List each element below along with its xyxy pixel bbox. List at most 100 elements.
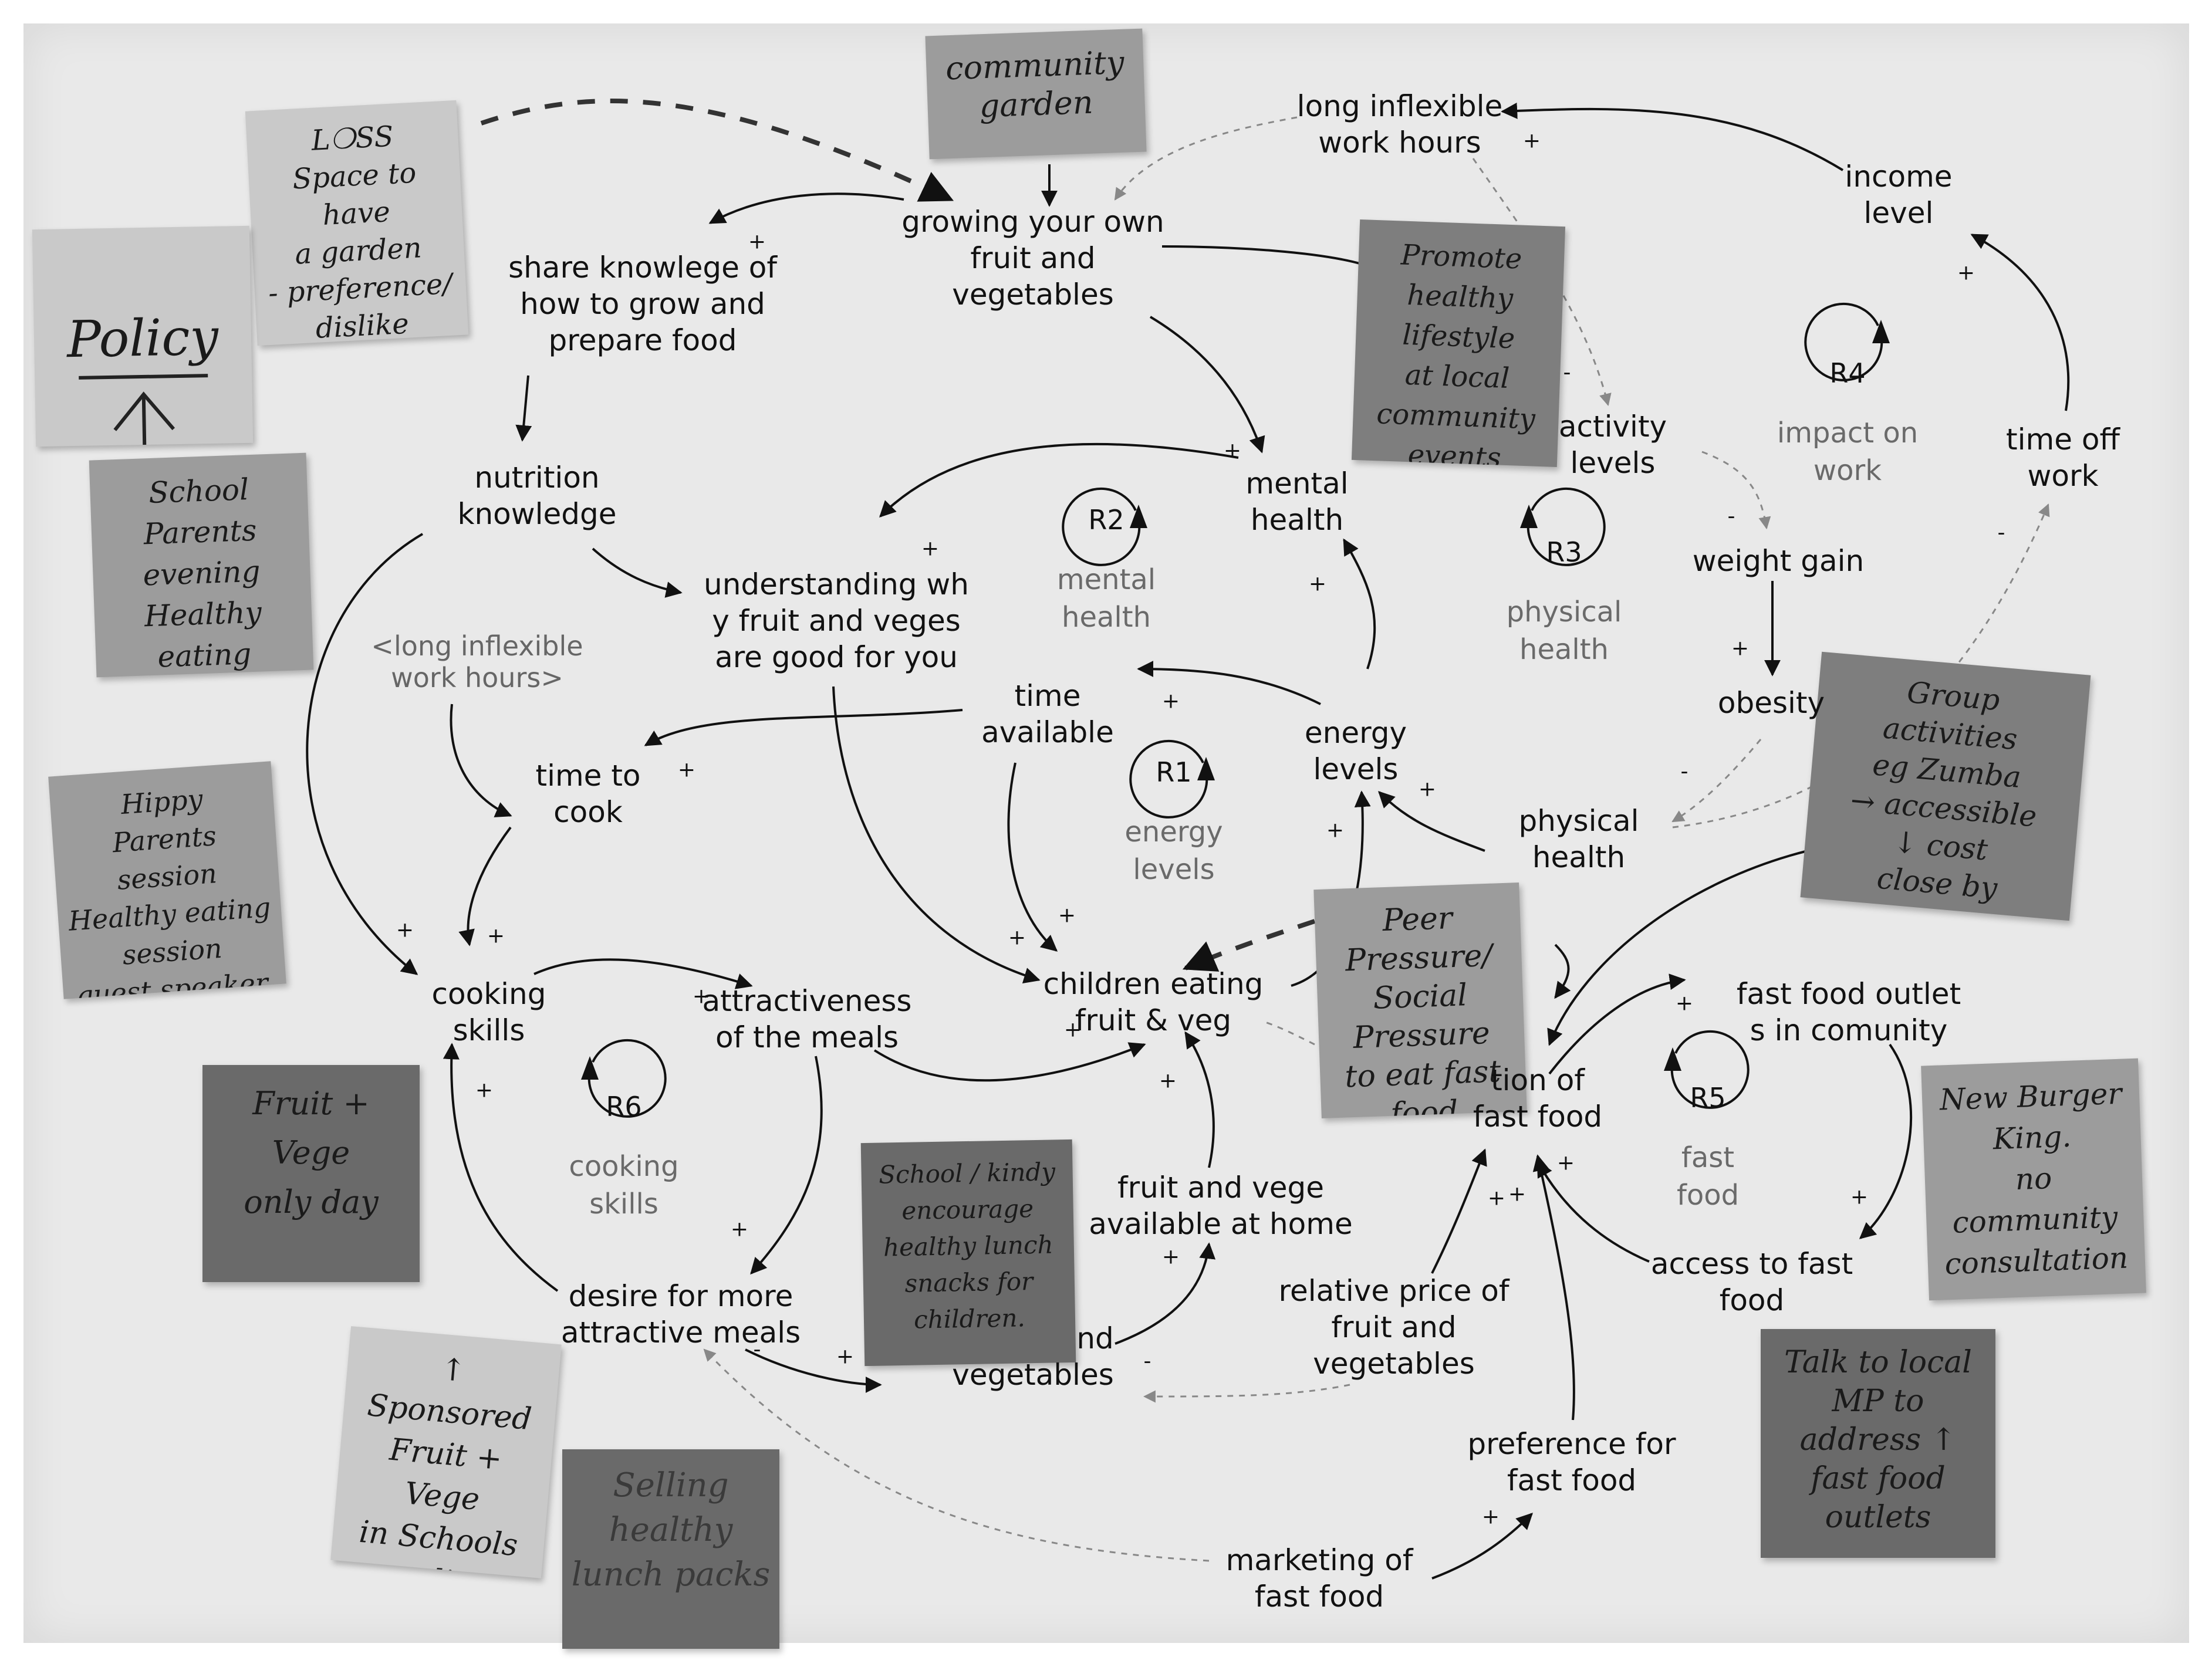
polarity-sign: + bbox=[1487, 1186, 1506, 1210]
sticky-new-burger-king: New Burger King. no community consultati… bbox=[1921, 1058, 2146, 1301]
polarity-sign: + bbox=[748, 229, 766, 254]
node-growing: growing your own fruit and vegetables bbox=[901, 205, 1164, 312]
loop-r4-id: R4 bbox=[1829, 357, 1866, 389]
link-pref-consumption bbox=[1532, 1154, 1575, 1421]
node-energy-levels: energy levels bbox=[1304, 716, 1407, 786]
node-time-to-cook: time to cook bbox=[535, 759, 641, 829]
node-weight-gain: weight gain bbox=[1692, 544, 1865, 578]
polarity-sign: - bbox=[1680, 759, 1688, 784]
polarity-sign: - bbox=[1143, 1349, 1151, 1374]
loop-r3: R3 physical health bbox=[1507, 511, 1622, 668]
link-consumption-children bbox=[1261, 1020, 1315, 1046]
link-marketing-desire bbox=[703, 1348, 1210, 1562]
node-physical-health: physical health bbox=[1518, 804, 1639, 874]
node-access-fast-food: access to fast food bbox=[1650, 1247, 1853, 1317]
polarity-sign: + bbox=[1508, 1182, 1527, 1206]
node-marketing: marketing of fast food bbox=[1225, 1543, 1413, 1614]
link-timecook-cooking bbox=[458, 826, 512, 946]
node-nutrition: nutrition knowledge bbox=[457, 461, 617, 531]
polarity-sign: + bbox=[1675, 991, 1694, 1016]
node-children-eating: children eating fruit & veg bbox=[1043, 967, 1264, 1037]
link-physical-energy bbox=[1378, 791, 1485, 852]
node-long-hours: long inflexible work hours bbox=[1296, 89, 1503, 160]
polarity-sign: + bbox=[730, 1217, 749, 1242]
loop-r3-name: physical health bbox=[1506, 596, 1622, 666]
node-income: income level bbox=[1845, 160, 1953, 230]
sticky-hippy: Hippy Parents session Healthy eating ses… bbox=[48, 761, 286, 999]
node-attractiveness: attractiveness of the meals bbox=[702, 984, 912, 1054]
loop-r4: R4 impact on work bbox=[1777, 332, 1918, 489]
polarity-sign: + bbox=[1326, 818, 1345, 843]
polarity-sign: + bbox=[487, 924, 505, 948]
link-peer-children bbox=[1182, 919, 1316, 972]
up-arrow-icon bbox=[79, 374, 208, 447]
polarity-sign: + bbox=[1063, 1017, 1082, 1042]
polarity-sign: + bbox=[1161, 689, 1180, 714]
link-share-nutrition bbox=[515, 375, 532, 442]
link-energy-timeavail bbox=[1137, 661, 1321, 705]
sticky-selling-lunch-packs: Selling healthy lunch packs bbox=[562, 1449, 779, 1649]
node-obesity: obesity bbox=[1717, 686, 1825, 720]
polarity-sign: + bbox=[921, 536, 940, 561]
loop-r6-id: R6 bbox=[606, 1091, 642, 1122]
loop-r2-name: mental health bbox=[1056, 563, 1156, 634]
sticky-sponsored: ↑ Sponsored Fruit + Vege in Schools exte… bbox=[330, 1326, 562, 1578]
polarity-sign: + bbox=[1556, 1151, 1575, 1175]
polarity-sign: + bbox=[677, 758, 696, 782]
link-nutrition-cooking bbox=[306, 533, 424, 975]
node-activity: activity levels bbox=[1558, 410, 1667, 480]
link-veg-home bbox=[1115, 1242, 1216, 1345]
sticky-school-parents: School Parents evening Healthy eating on… bbox=[89, 452, 314, 678]
link-cooking-attract bbox=[533, 958, 753, 989]
polarity-sign: + bbox=[1058, 903, 1076, 928]
link-peer-consumption bbox=[1554, 944, 1571, 999]
polarity-sign: + bbox=[1308, 572, 1327, 596]
sticky-talk-to-mp: Talk to local MP to address ↑ fast food … bbox=[1761, 1329, 1995, 1558]
polarity-sign: + bbox=[1159, 1068, 1177, 1093]
node-time-available: time available bbox=[981, 679, 1114, 749]
link-nutrition-understanding bbox=[592, 547, 683, 598]
node-preference: preference for fast food bbox=[1467, 1427, 1676, 1497]
link-outlets-access bbox=[1859, 1043, 1913, 1239]
link-consumption-outlets bbox=[1548, 973, 1686, 1075]
node-consumption-fast-food: tion of fast food bbox=[1473, 1063, 1603, 1134]
link-desire-vegetables bbox=[745, 1348, 882, 1393]
polarity-sign: + bbox=[1418, 777, 1437, 802]
node-vegetables: nd vegetables bbox=[952, 1321, 1114, 1392]
link-group-consumption bbox=[1547, 850, 1808, 1046]
polarity-sign: + bbox=[1223, 438, 1242, 463]
polarity-sign: + bbox=[692, 984, 711, 1009]
polarity-sign: + bbox=[475, 1078, 494, 1103]
link-activity-weight bbox=[1701, 451, 1771, 530]
loop-r3-id: R3 bbox=[1546, 536, 1582, 568]
node-share-knowledge: share knowlege of how to grow and prepar… bbox=[508, 251, 777, 357]
link-growing-share bbox=[708, 192, 904, 224]
node-cooking-skills: cooking skills bbox=[431, 977, 546, 1047]
link-longhours-growing bbox=[1114, 116, 1298, 201]
loop-r4-name: impact on work bbox=[1777, 417, 1919, 487]
link-attract-children bbox=[873, 1042, 1146, 1082]
link-attract-desire bbox=[750, 1056, 823, 1275]
sticky-community-garden: community garden bbox=[925, 28, 1147, 160]
link-access-consumption bbox=[1536, 1160, 1650, 1263]
loop-r2: R2 mental health bbox=[1057, 479, 1156, 636]
link-timeavail-timecook bbox=[644, 709, 963, 746]
node-fast-food-outlets: fast food outlet s in comunity bbox=[1736, 977, 1961, 1047]
link-timeoff-income bbox=[1970, 234, 2070, 411]
polarity-sign: - bbox=[753, 1337, 761, 1362]
link-income-longhours bbox=[1501, 102, 1844, 171]
node-long-hours-shadow: <long inflexible work hours> bbox=[371, 630, 583, 694]
polarity-sign: - bbox=[1727, 504, 1735, 529]
link-understanding-children bbox=[832, 686, 1041, 984]
link-obesity-physical bbox=[1671, 739, 1762, 823]
node-fruit-vege-home: fruit and vege available at home bbox=[1089, 1171, 1353, 1241]
loop-r2-id: R2 bbox=[1088, 504, 1124, 536]
loop-r1-name: energy levels bbox=[1124, 816, 1223, 886]
link-growing-promote bbox=[1161, 245, 1362, 265]
sticky-fruit-vege-day: Fruit + Vege only day bbox=[202, 1065, 420, 1282]
loop-r5-id: R5 bbox=[1690, 1082, 1726, 1114]
link-home-children bbox=[1184, 1031, 1215, 1168]
node-time-off-work: time off work bbox=[2006, 422, 2120, 493]
polarity-sign: + bbox=[1957, 261, 1975, 285]
link-desire-cooking bbox=[443, 1043, 559, 1292]
